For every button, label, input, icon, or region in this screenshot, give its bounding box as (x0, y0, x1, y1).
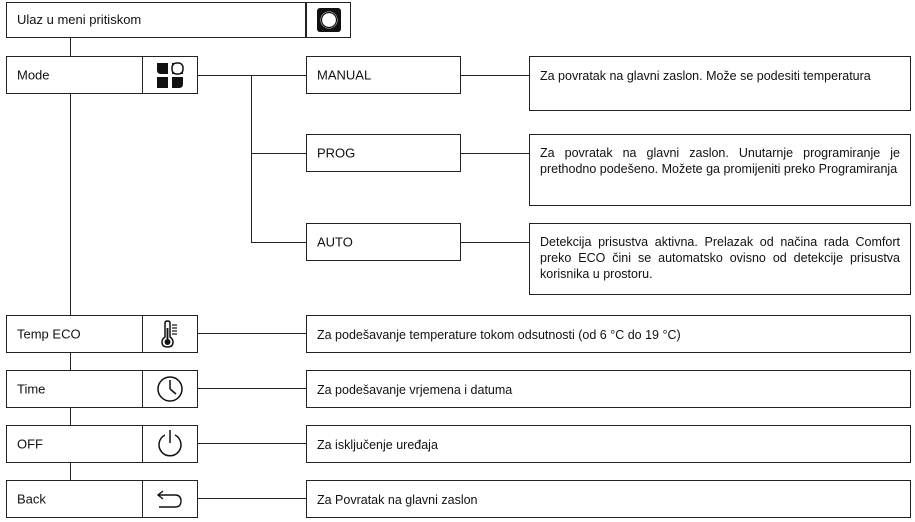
mode-description-prog: Za povratak na glavni zaslon. Unutarnje … (529, 134, 911, 206)
temp-eco-icon-cell (142, 315, 198, 353)
menu-item-label: Temp ECO (17, 326, 81, 342)
menu-item-back[interactable]: Back (6, 480, 143, 518)
connector-line (70, 352, 71, 370)
connector-line (198, 388, 306, 389)
menu-item-label: OFF (17, 436, 43, 452)
menu-item-label: Mode (17, 67, 50, 83)
description-text: Za povratak na glavni zaslon. Može se po… (540, 69, 871, 83)
connector-line (251, 75, 252, 242)
menu-item-label: Time (17, 381, 46, 397)
power-icon (158, 430, 182, 457)
mode-option-label: PROG (317, 145, 356, 161)
mode-option-manual[interactable]: MANUAL (306, 56, 461, 94)
enter-button-cell[interactable] (306, 2, 351, 38)
description-text: Za podešavanje temperature tokom odsutno… (317, 328, 681, 342)
mode-option-label: MANUAL (317, 67, 372, 83)
back-icon-cell (142, 480, 198, 518)
menu-entry-label: Ulaz u meni pritiskom (17, 12, 142, 27)
connector-line (70, 407, 71, 425)
mode-option-label: AUTO (317, 234, 353, 250)
mode-quadrants-icon (157, 62, 184, 88)
mode-icon-cell (142, 56, 198, 94)
connector-line (460, 153, 529, 154)
circle-button-icon (316, 8, 341, 32)
connector-line (198, 75, 306, 76)
off-description: Za isključenje uređaja (306, 425, 911, 463)
time-icon-cell (142, 370, 198, 408)
connector-line (460, 75, 529, 76)
menu-entry-box: Ulaz u meni pritiskom (6, 2, 306, 38)
menu-item-time[interactable]: Time (6, 370, 143, 408)
menu-item-temp-eco[interactable]: Temp ECO (6, 315, 143, 353)
connector-line (251, 242, 306, 243)
menu-item-mode[interactable]: Mode (6, 56, 143, 94)
connector-line (198, 498, 306, 499)
menu-item-off[interactable]: OFF (6, 425, 143, 463)
connector-line (70, 37, 71, 56)
mode-description-manual: Za povratak na glavni zaslon. Može se po… (529, 56, 911, 111)
connector-line (251, 153, 306, 154)
off-icon-cell (142, 425, 198, 463)
temp-eco-description: Za podešavanje temperature tokom odsutno… (306, 315, 911, 353)
mode-description-auto: Detekcija prisustva aktivna. Prelazak od… (529, 223, 911, 295)
connector-line (70, 93, 71, 315)
thermometer-icon (161, 320, 177, 348)
description-text: Za Povratak na glavni zaslon (317, 493, 478, 507)
clock-icon (157, 376, 183, 402)
back-description: Za Povratak na glavni zaslon (306, 480, 911, 518)
description-text: Za podešavanje vrjemena i datuma (317, 383, 513, 397)
description-text: Za povratak na glavni zaslon. Unutarnje … (540, 146, 900, 176)
connector-line (198, 443, 306, 444)
mode-option-auto[interactable]: AUTO (306, 223, 461, 261)
back-arrow-icon (156, 490, 182, 508)
connector-line (460, 242, 529, 243)
description-text: Detekcija prisustva aktivna. Prelazak od… (540, 235, 900, 281)
time-description: Za podešavanje vrjemena i datuma (306, 370, 911, 408)
mode-option-prog[interactable]: PROG (306, 134, 461, 172)
connector-line (70, 462, 71, 480)
connector-line (198, 333, 306, 334)
description-text: Za isključenje uređaja (317, 438, 438, 452)
menu-item-label: Back (17, 491, 46, 507)
